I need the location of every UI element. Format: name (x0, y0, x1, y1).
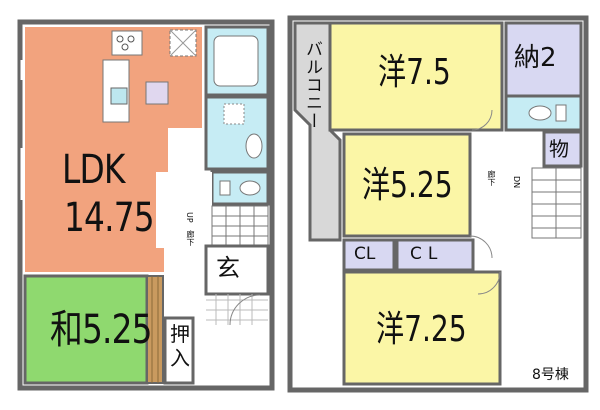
hallway-2f (472, 132, 542, 238)
genkan-label: 玄 (216, 254, 240, 282)
stair-up-label: UP (185, 212, 194, 223)
washitsu-label: 和5.25 (50, 307, 153, 353)
ldk-label: LDK (62, 147, 125, 193)
closet-2-label: CL (410, 244, 444, 264)
engawa (146, 275, 164, 384)
oshiire-label-2: 入 (170, 346, 190, 370)
stove (111, 30, 143, 56)
room-western-7-25-label: 洋7.25 (376, 309, 467, 350)
room-western-7-25 (342, 270, 502, 386)
mono-label: 物 (549, 137, 569, 161)
room-western-7-5 (328, 21, 504, 132)
sink (110, 87, 128, 105)
hallway-1f-label: 廊下 (186, 230, 195, 246)
hallway-1f (168, 172, 212, 250)
room-western-5-25 (342, 132, 472, 238)
closet-1 (342, 238, 396, 272)
stair-2f (531, 167, 582, 239)
stair-dn-label: DN (512, 176, 521, 189)
closet-1-label: CL (354, 244, 376, 264)
room-western-5-25-label: 洋5.25 (362, 165, 453, 206)
balcony-label: バルコニー (302, 40, 322, 130)
genkan-area (204, 244, 270, 296)
washitsu-room (23, 274, 149, 385)
closet-2 (395, 238, 475, 272)
kitchen-island (145, 81, 169, 105)
ldk-size-label: 14.75 (64, 195, 155, 241)
mono-storage (542, 130, 583, 168)
room-western-7-5-label: 洋7.5 (378, 52, 451, 93)
hallway-2f-label: 廊下 (487, 170, 496, 186)
oshiire-label-1: 押 (170, 322, 190, 346)
nando-label: 納2 (514, 43, 557, 73)
entrance-tile (206, 294, 268, 325)
building-label: 8号棟 (532, 367, 569, 383)
stair-1f (211, 205, 269, 247)
oshiire-closet (163, 316, 195, 385)
